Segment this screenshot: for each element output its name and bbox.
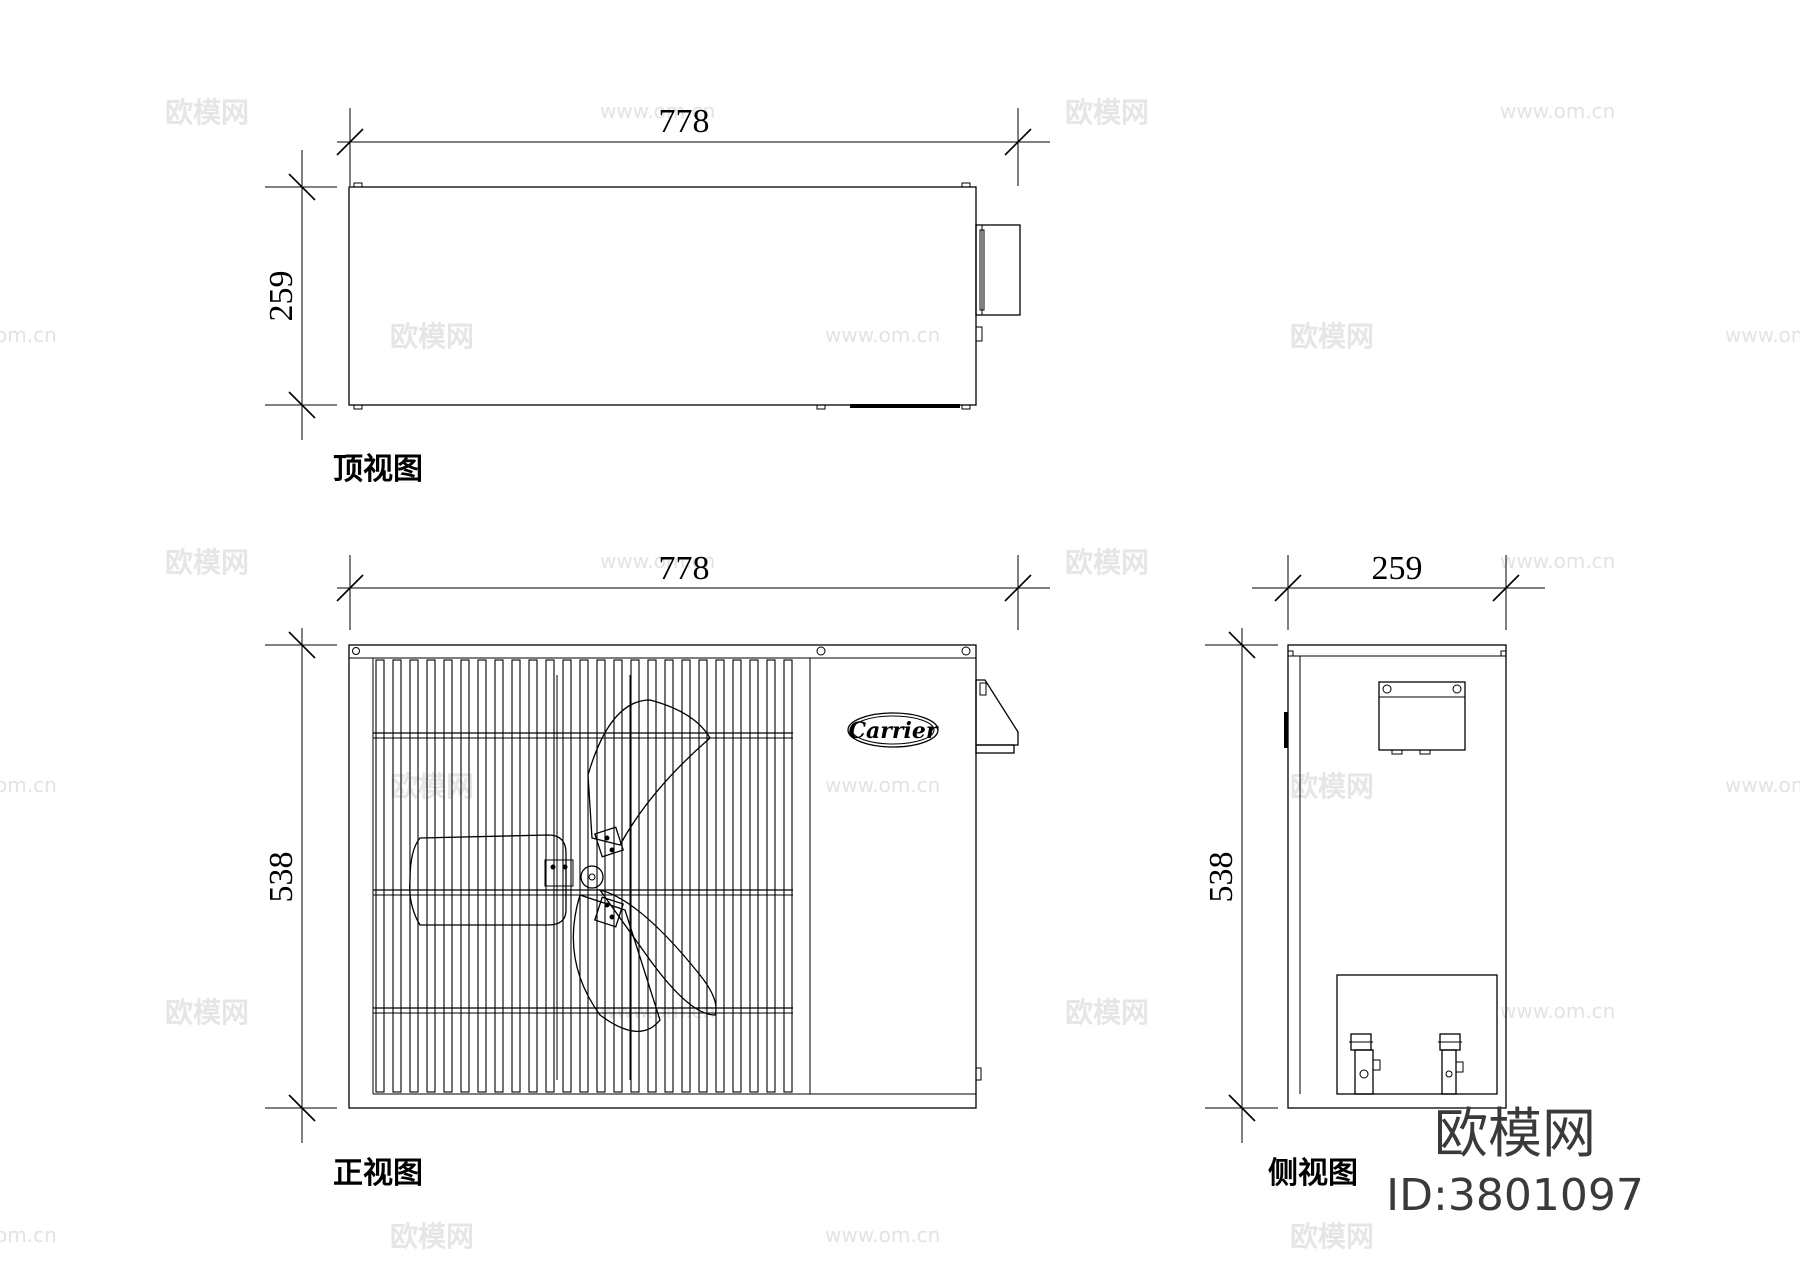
watermark-url: om.cn <box>0 773 57 797</box>
fan-blade <box>598 888 717 1016</box>
side-view: 259 538 <box>1203 550 1545 1143</box>
fan-blade <box>572 894 661 1033</box>
grille-bar <box>579 659 589 1093</box>
top-view: 778 259 <box>263 103 1050 440</box>
grille-bar <box>766 659 776 1093</box>
side-depth-label: 259 <box>1372 550 1423 587</box>
grille-bar <box>375 659 385 1093</box>
watermark-brand: 欧模网 <box>1290 1220 1374 1253</box>
grille-bar <box>494 659 504 1093</box>
watermark-brand: 欧模网 <box>390 770 474 803</box>
watermark-brand: 欧模网 <box>165 96 249 129</box>
grille-bar <box>664 659 674 1093</box>
grille-bar <box>749 659 759 1093</box>
watermark-brand: 欧模网 <box>1065 546 1149 579</box>
front-grille <box>375 659 793 1093</box>
side-height-label: 538 <box>1203 852 1240 903</box>
bolt-icon <box>961 646 971 656</box>
top-depth-dimension: 259 <box>263 150 337 440</box>
watermark-brand: 欧模网 <box>390 320 474 353</box>
watermark-brand: 欧模网 <box>1290 320 1374 353</box>
side-valve-panel <box>1336 974 1498 1095</box>
grille-bar <box>528 659 538 1093</box>
watermark-url: www.om.cn <box>1725 773 1800 797</box>
valve-icon <box>1349 1033 1381 1095</box>
grille-bar <box>545 659 555 1093</box>
watermark-brand: 欧模网 <box>1290 770 1374 803</box>
front-view-caption: 正视图 <box>333 1156 423 1191</box>
fan-motor <box>409 834 567 926</box>
watermark-url: www.om.cn <box>825 1223 940 1247</box>
side-view-caption: 侧视图 <box>1268 1156 1358 1191</box>
brand-name: 欧模网 <box>1434 1102 1596 1165</box>
watermark-brand: 欧模网 <box>1065 996 1149 1029</box>
grille-bar <box>511 659 521 1093</box>
carrier-logo-text: Carrier <box>849 718 939 744</box>
watermark-url: www.om.cn <box>825 323 940 347</box>
front-width-label: 778 <box>659 550 710 587</box>
front-cabinet-outline <box>348 644 977 1109</box>
watermark-url: www.om.cn <box>600 99 715 123</box>
bolt-icon <box>816 646 826 656</box>
watermark-brand: 欧模网 <box>165 996 249 1029</box>
front-width-dimension: 778 <box>336 550 1050 630</box>
watermark-layer: 欧模网 www.om.cn 欧模网 www.om.cn om.cn 欧模网 ww… <box>0 96 1800 1253</box>
front-height-dimension: 538 <box>263 628 337 1143</box>
watermark-url: www.om.cn <box>1500 549 1615 573</box>
side-depth-dimension: 259 <box>1252 550 1545 630</box>
grille-bar <box>732 659 742 1093</box>
top-width-label: 778 <box>659 103 710 140</box>
grille-bar <box>477 659 487 1093</box>
grille-bar <box>409 659 419 1093</box>
grille-bar <box>596 659 606 1093</box>
watermark-url: www.om.cn <box>825 773 940 797</box>
valve-icon <box>1438 1033 1464 1095</box>
side-cabinet-outline <box>1287 644 1507 1109</box>
fan-hub <box>580 865 604 889</box>
front-service-bracket <box>975 679 1019 1081</box>
watermark-url: www.om.cn <box>600 549 715 573</box>
grille-bar <box>613 659 623 1093</box>
top-depth-label: 259 <box>263 271 300 322</box>
watermark-url: www.om.cn <box>1500 99 1615 123</box>
bolt-icon <box>352 647 360 655</box>
side-height-dimension: 538 <box>1203 628 1278 1143</box>
top-service-box <box>975 224 1021 316</box>
watermark-url: www.om.cn <box>1500 999 1615 1023</box>
grille-bar <box>715 659 725 1093</box>
carrier-logo: Carrier <box>847 712 939 748</box>
watermark-brand: 欧模网 <box>1065 96 1149 129</box>
watermark-brand: 欧模网 <box>165 546 249 579</box>
top-body-outline <box>348 186 977 406</box>
watermark-url: www.om.cn <box>1725 323 1800 347</box>
grille-bar <box>630 659 640 1093</box>
top-width-dimension: 778 <box>336 103 1050 186</box>
side-electrical-box <box>1378 681 1466 755</box>
top-view-caption: 顶视图 <box>333 452 423 487</box>
grille-bar <box>426 659 436 1093</box>
watermark-url: om.cn <box>0 1223 57 1247</box>
grille-bar <box>783 659 793 1093</box>
watermark-brand: 欧模网 <box>390 1220 474 1253</box>
top-base-rail <box>850 404 960 408</box>
grille-bar <box>681 659 691 1093</box>
grille-cross-rails <box>373 732 793 1014</box>
fan-blade <box>587 699 711 846</box>
grille-bar <box>443 659 453 1093</box>
grille-bar <box>562 659 572 1093</box>
grille-bar <box>647 659 657 1093</box>
brand-watermark: 欧模网 ID:3801097 <box>1386 1102 1644 1221</box>
brand-id: ID:3801097 <box>1386 1170 1644 1221</box>
front-height-label: 538 <box>263 852 300 903</box>
grille-bar <box>698 659 708 1093</box>
side-rail <box>1284 712 1288 748</box>
grille-bar <box>392 659 402 1093</box>
watermark-url: om.cn <box>0 323 57 347</box>
grille-bar <box>460 659 470 1093</box>
front-view: 778 538 <box>263 550 1050 1143</box>
